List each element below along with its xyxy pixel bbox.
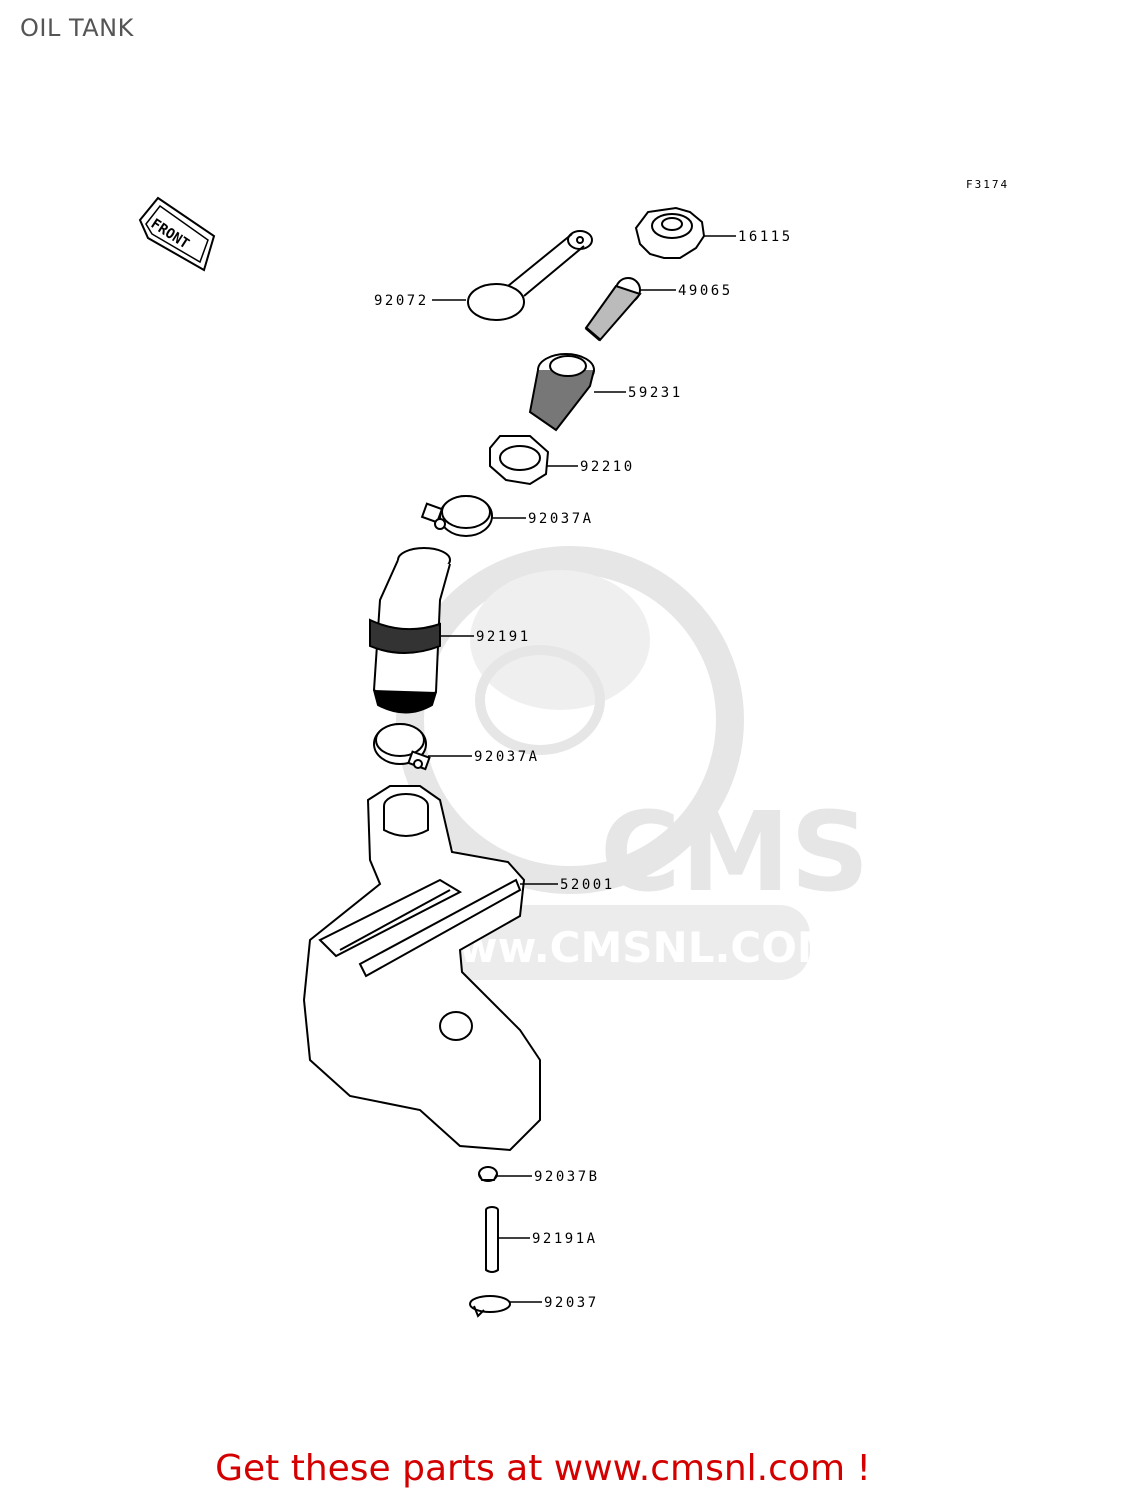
part-92037a-clamp-lower [373, 723, 431, 771]
part-label-59231: 59231 [628, 385, 683, 401]
part-92037b-clamp [478, 1166, 498, 1182]
part-92191a-hose [485, 1206, 499, 1273]
part-92210-nut [489, 435, 550, 486]
part-label-92037: 92037 [544, 1295, 599, 1311]
part-label-92037b: 92037B [534, 1169, 600, 1185]
part-92191-hose [369, 547, 451, 714]
part-label-92191a: 92191A [532, 1231, 598, 1247]
part-92037a-clamp-upper [420, 495, 493, 537]
part-label-49065: 49065 [678, 283, 733, 299]
diagram-id: F3174 [966, 178, 1010, 191]
part-52001-oil-tank [302, 785, 541, 1152]
part-labels: 16115 49065 92072 59231 92210 92037A 921… [374, 229, 793, 1311]
part-label-92037a-lower: 92037A [474, 749, 540, 765]
part-49065-strainer [584, 277, 642, 342]
watermark-brand: CMS [600, 788, 869, 916]
footer-link[interactable]: Get these parts at www.cmsnl.com ! [0, 1448, 1146, 1489]
part-92037-clip [469, 1295, 511, 1318]
footer-text: Get these parts at www.cmsnl.com ! [215, 1448, 871, 1489]
part-59231-fitting [528, 353, 595, 432]
part-label-92191: 92191 [476, 629, 531, 645]
page-title: OIL TANK [20, 14, 134, 42]
part-16115-cap [634, 206, 706, 259]
part-label-52001: 52001 [560, 877, 615, 893]
part-label-92072: 92072 [374, 293, 429, 309]
leader-lines [428, 235, 736, 1303]
part-label-16115: 16115 [738, 229, 793, 245]
part-label-92210: 92210 [580, 459, 635, 475]
front-arrow-icon: FRONT [138, 196, 216, 272]
part-92072-strap [467, 230, 593, 321]
part-label-92037a-upper: 92037A [528, 511, 594, 527]
